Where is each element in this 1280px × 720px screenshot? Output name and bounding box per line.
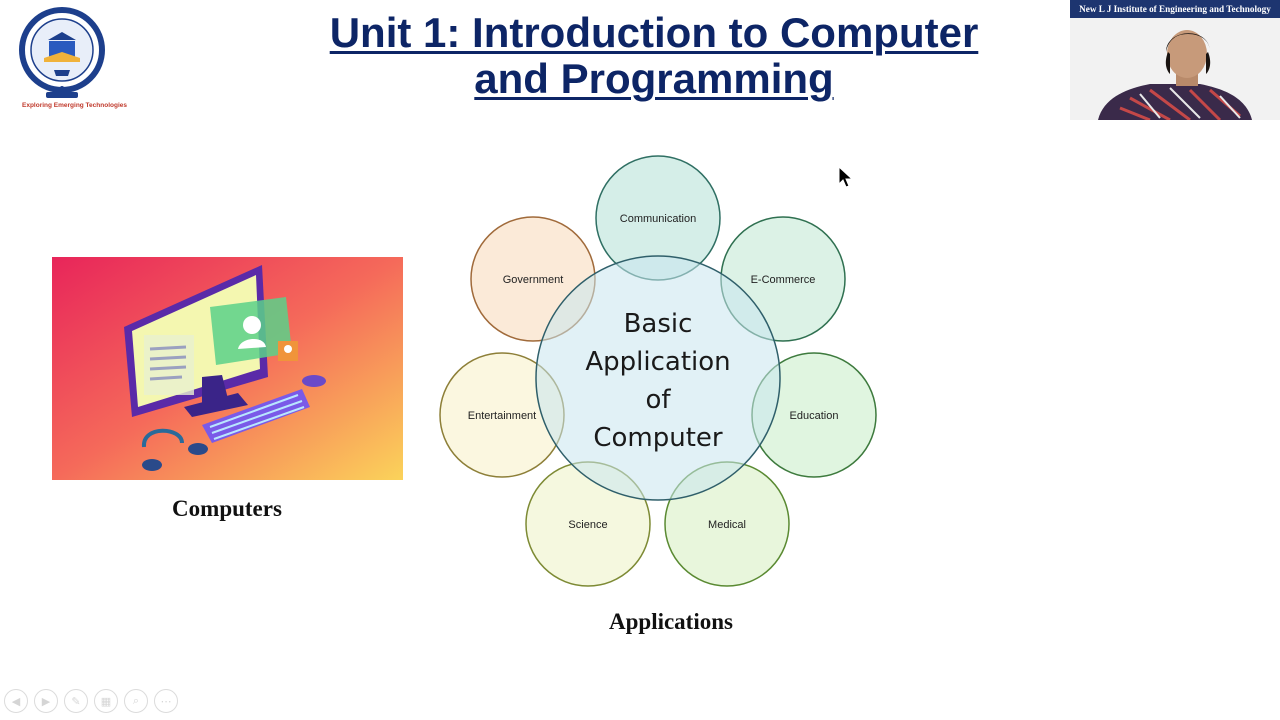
computer-illustration [52, 257, 403, 480]
center-label-line: Basic [624, 309, 693, 339]
institute-logo: Exploring Emerging Technologies [18, 6, 127, 109]
slides-grid-icon[interactable]: ▦ [94, 689, 118, 713]
presentation-toolbar: ◀ ▶ ✎ ▦ ⌕ ⋯ [4, 688, 178, 714]
node-label-government: Government [503, 274, 564, 286]
center-label-line: of [645, 385, 671, 415]
node-label-science: Science [568, 519, 607, 531]
more-options-icon[interactable]: ⋯ [154, 689, 178, 713]
node-label-medical: Medical [708, 519, 746, 531]
node-label-education: Education [790, 410, 839, 422]
center-label-line: Application [585, 347, 730, 377]
node-label-entertainment: Entertainment [468, 410, 536, 422]
center-circle [535, 255, 781, 501]
zoom-icon[interactable]: ⌕ [124, 689, 148, 713]
webcam-overlay: New L J Institute of Engineering and Tec… [1070, 0, 1280, 120]
previous-slide-icon[interactable]: ◀ [4, 689, 28, 713]
institute-name-bar: New L J Institute of Engineering and Tec… [1070, 0, 1280, 18]
mouse-cursor-icon [838, 166, 854, 188]
next-slide-icon[interactable]: ▶ [34, 689, 58, 713]
slide-title-line1: Unit 1: Introduction to Computer [329, 9, 979, 56]
slide-title-line2: and Programming [474, 55, 834, 102]
pen-icon[interactable]: ✎ [64, 689, 88, 713]
node-label-e-commerce: E-Commerce [751, 274, 816, 286]
computers-caption: Computers [172, 496, 282, 521]
logo-tagline: Exploring Emerging Technologies [22, 102, 127, 109]
slide-title: Unit 1: Introduction to Computer and Pro… [250, 10, 1058, 102]
presenter-video [1070, 18, 1280, 120]
center-label-line: Computer [593, 423, 723, 453]
node-label-communication: Communication [620, 213, 696, 225]
applications-caption: Applications [609, 609, 733, 634]
